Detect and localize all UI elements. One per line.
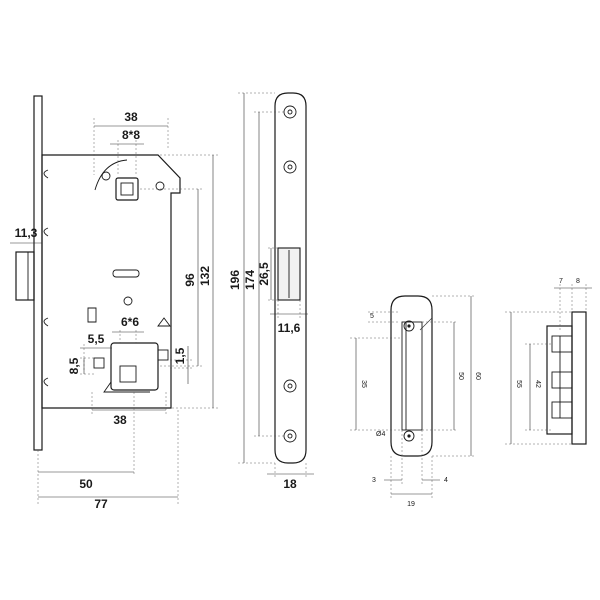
dim-offset-8-5: 8,5	[67, 357, 81, 374]
dim-strike-top-offset: 5	[370, 313, 374, 320]
strike-plate-slot	[401, 321, 423, 431]
dim-center-distance: 96	[183, 273, 197, 287]
dim-strike-slot: 50	[457, 372, 464, 380]
dim-face-offset: 11,3	[15, 226, 38, 240]
dim-body-height: 132	[198, 266, 212, 286]
dim-box-depth-a: 7	[559, 278, 563, 285]
dim-box-inner-height: 42	[534, 380, 541, 388]
latch-bolt	[15, 251, 35, 301]
faceplate-view: 196 174 26,5 11,6 18	[228, 92, 314, 491]
strike-plate-outline	[390, 295, 433, 457]
dim-latch-height: 26,5	[257, 262, 271, 286]
strike-box-flange	[571, 311, 587, 445]
dim-strike-left: 3	[372, 477, 376, 484]
key-slot	[112, 269, 140, 278]
dim-latch-width: 11,6	[278, 321, 301, 335]
dim-strike-right: 4	[444, 477, 448, 484]
dim-offset-5-5: 5,5	[88, 332, 105, 346]
dim-strike-hole: Ø4	[376, 431, 385, 438]
dim-faceplate-height: 196	[228, 270, 242, 290]
dim-lower-square: 6*6	[121, 315, 139, 329]
dim-strike-total: 60	[474, 372, 481, 380]
strike-plate-view: 5 35 50 60 Ø4 3 4 19	[350, 295, 481, 508]
faceplate-outline	[274, 92, 307, 464]
upper-spindle-hole	[115, 177, 139, 201]
dim-box-depth-b: 8	[576, 278, 580, 285]
dim-backset: 50	[79, 477, 93, 491]
dim-top-width: 38	[124, 110, 138, 124]
lock-case-outline	[41, 154, 181, 409]
dim-box-outer-height: 55	[515, 380, 522, 388]
dim-strike-width: 19	[407, 501, 415, 508]
dim-offset-1-5: 1,5	[173, 347, 187, 364]
dim-strike-inner: 35	[360, 380, 367, 388]
dim-square-spindle: 8*8	[122, 128, 140, 142]
lock-body-view: 38 8*8 11,3 96 132 6*6 5,5 8,5	[10, 95, 220, 511]
dim-faceplate-width: 18	[283, 477, 297, 491]
strike-box-view: 7 8 42 55	[505, 278, 592, 445]
lock-faceplate-edge	[33, 95, 43, 451]
lower-spindle-hole	[110, 342, 159, 391]
dim-hole-spacing: 174	[243, 270, 257, 290]
dim-total-depth: 77	[94, 497, 108, 511]
dim-bottom-width: 38	[113, 413, 127, 427]
